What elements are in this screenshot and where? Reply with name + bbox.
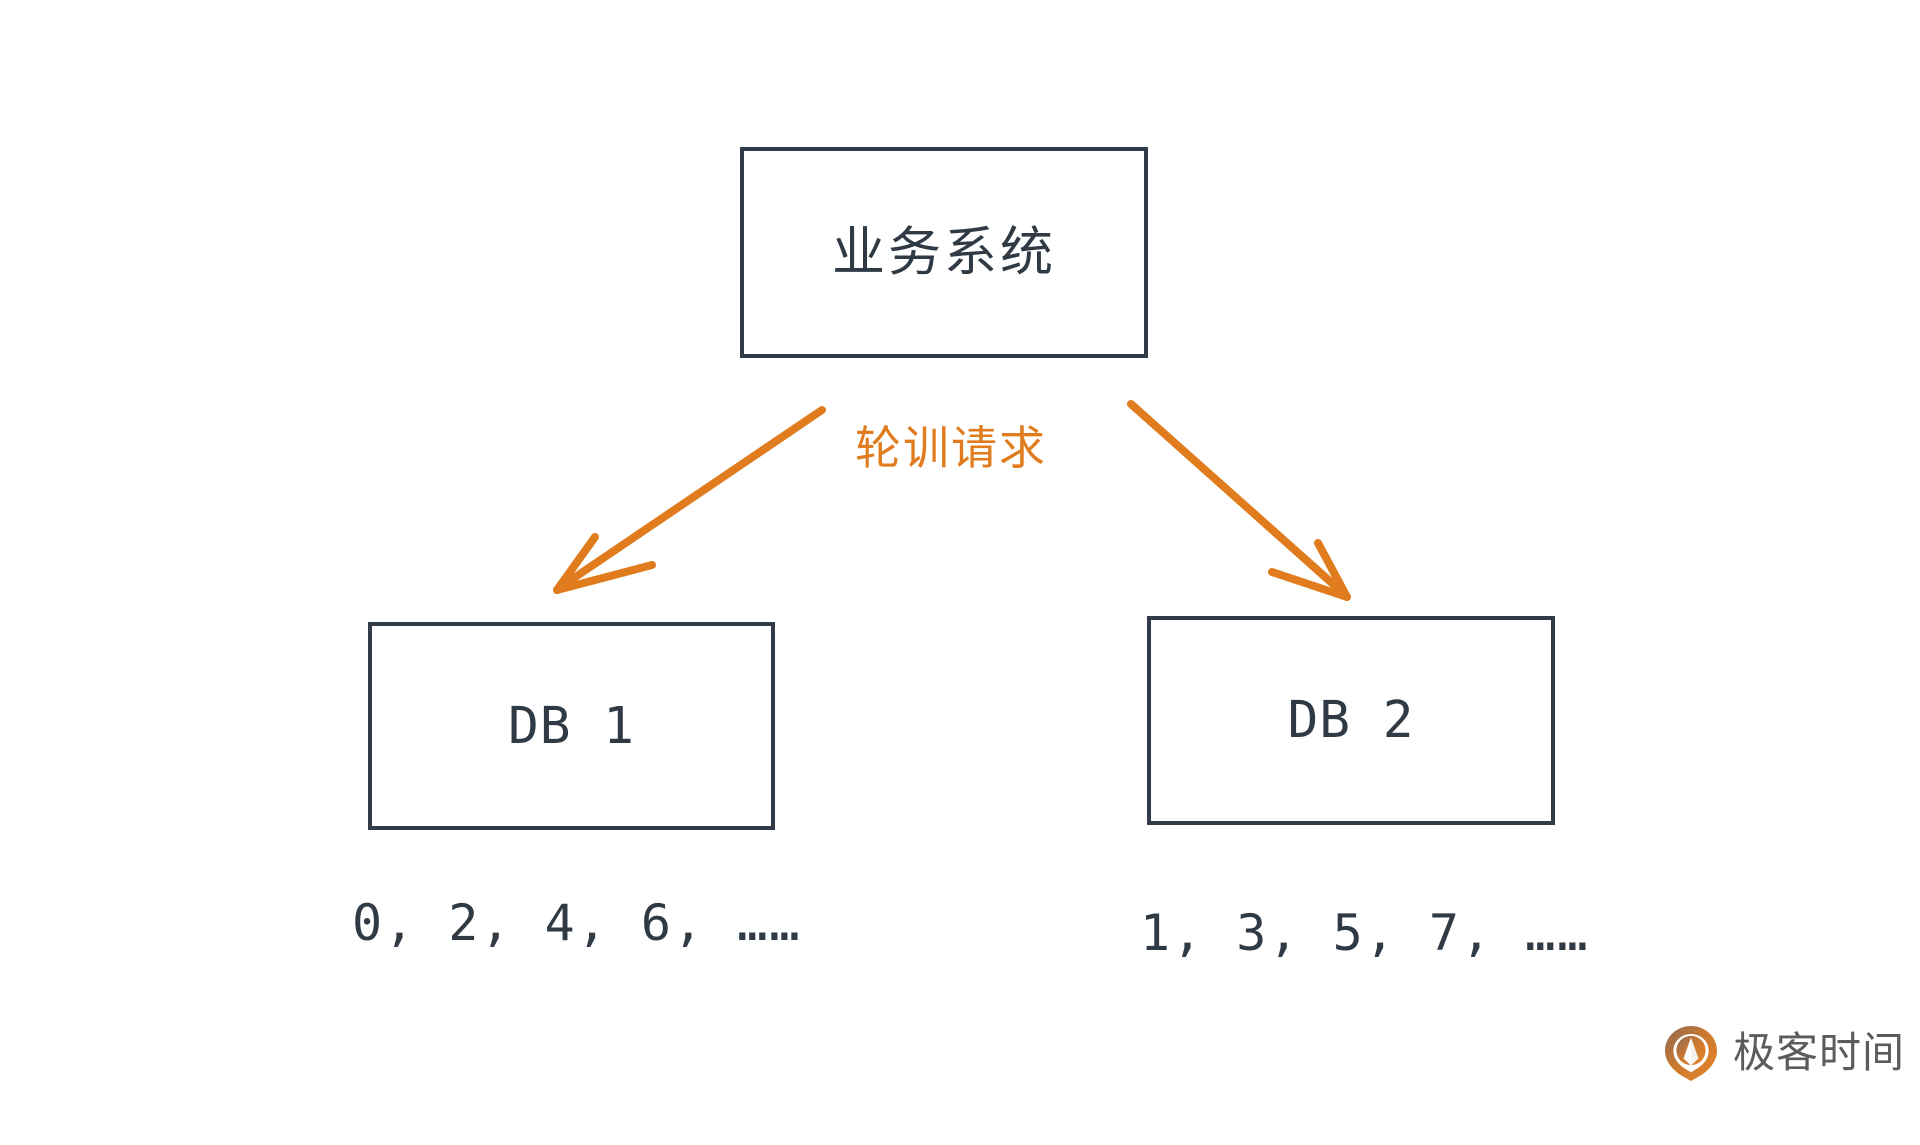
caption-db2-sequence: 1, 3, 5, 7, …… (1140, 904, 1590, 962)
node-business-system: 业务系统 (740, 147, 1148, 358)
node-business-system-label: 业务系统 (832, 222, 1056, 283)
arrow-system-to-db2 (1127, 400, 1351, 601)
geektime-pin-icon (1665, 1026, 1717, 1081)
brand-wordmark: 极客时间 (1733, 1028, 1906, 1077)
node-db2-label: DB 2 (1287, 691, 1415, 750)
arrow-system-to-db1 (553, 406, 826, 594)
edge-label-polling-request: 轮训请求 (855, 421, 1047, 475)
node-db2: DB 2 (1147, 616, 1555, 825)
caption-db1-sequence: 0, 2, 4, 6, …… (352, 894, 802, 952)
node-db1-label: DB 1 (508, 696, 635, 756)
brand-logo: 极客时间 (1663, 1022, 1905, 1084)
node-db1: DB 1 (368, 622, 775, 830)
